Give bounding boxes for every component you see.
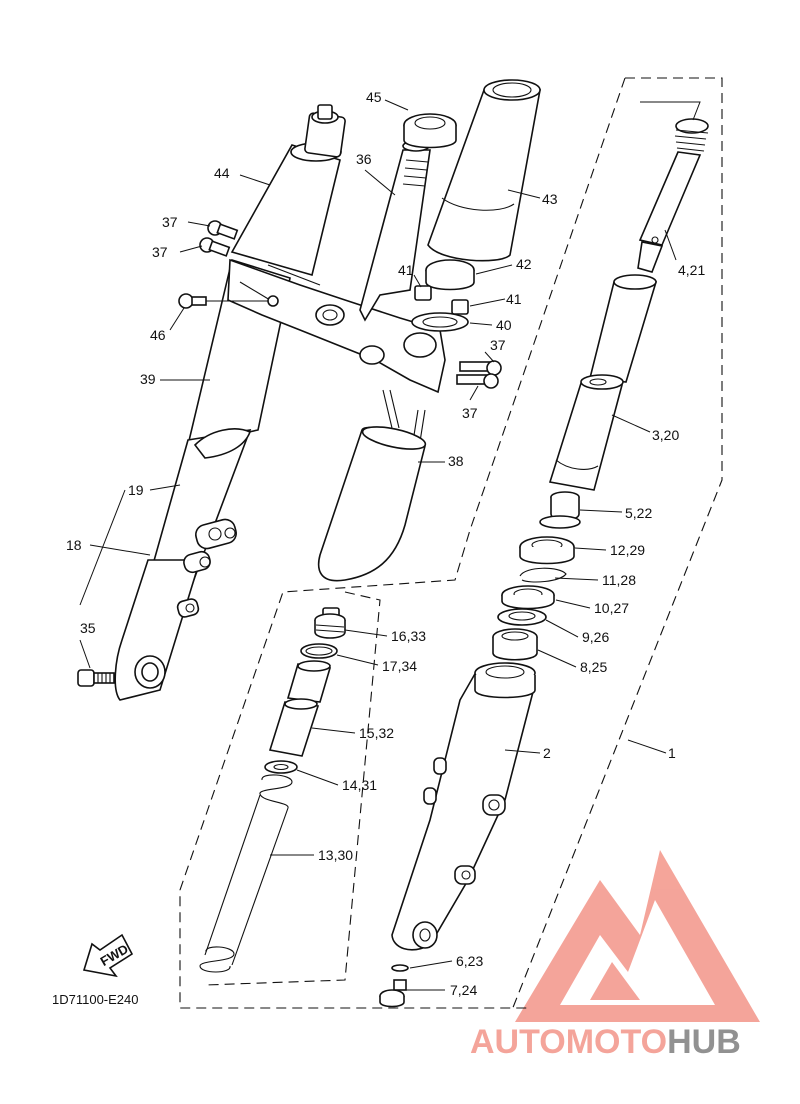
callout-38: 38 <box>448 453 464 469</box>
washer-9-26 <box>497 608 547 626</box>
fork-spring-13-30 <box>199 774 293 973</box>
callout-6-23: 6,23 <box>456 953 483 969</box>
collar-5-22 <box>539 491 581 529</box>
callout-4-21: 4,21 <box>678 262 705 278</box>
diagram-code: 1D71100-E240 <box>52 992 139 1007</box>
callout-37-d: 37 <box>462 405 478 421</box>
callout-45: 45 <box>366 89 382 105</box>
nut-41-left <box>414 285 432 301</box>
callout-46: 46 <box>150 327 166 343</box>
callout-35: 35 <box>80 620 96 636</box>
callout-40: 40 <box>496 317 512 333</box>
spacer-15-32-lower <box>268 698 320 757</box>
bearing-45 <box>403 113 457 149</box>
callout-43: 43 <box>542 191 558 207</box>
damper-rod-4-21 <box>637 118 709 273</box>
callout-42: 42 <box>516 256 532 272</box>
washer-14-31 <box>264 760 298 774</box>
callout-19: 19 <box>128 482 144 498</box>
callout-8-25: 8,25 <box>580 659 607 675</box>
callout-10-27: 10,27 <box>594 600 629 616</box>
watermark-logo-inner <box>590 962 640 1000</box>
callout-2: 2 <box>543 745 551 761</box>
oil-seal-12-29 <box>519 536 575 565</box>
lower-bracket-40 <box>227 258 446 394</box>
left-fork-bottom-18 <box>114 518 237 701</box>
bolt-46 <box>178 293 279 309</box>
left-outer-tube-44 <box>230 104 346 276</box>
bolt-37-lower-b <box>456 373 499 389</box>
watermark-logo-cutout <box>560 900 715 1005</box>
group-outline-inner <box>204 591 381 986</box>
clip-11-28 <box>519 567 567 583</box>
bolt-37-upper-b <box>199 237 231 257</box>
o-ring-17-34 <box>300 643 338 659</box>
watermark-text-auto: AUTO <box>470 1023 566 1061</box>
callout-37-b: 37 <box>152 244 168 260</box>
watermark-logo: AUTOMOTOHUB <box>470 850 760 1061</box>
outer-tube-2 <box>391 662 536 951</box>
svg-text:AUTOMOTOHUB: AUTOMOTOHUB <box>470 1023 741 1061</box>
callout-5-22: 5,22 <box>625 505 652 521</box>
callout-15-32: 15,32 <box>359 725 394 741</box>
cap-bolt-16-33 <box>314 607 346 639</box>
spring-guide-3-20-upper <box>589 274 658 383</box>
callout-14-31: 14,31 <box>342 777 377 793</box>
callout-labels: 1 2 3,20 4,21 5,22 6,23 7,24 8,25 9,26 1… <box>66 89 705 998</box>
callout-41-b: 41 <box>506 291 522 307</box>
callout-17-34: 17,34 <box>382 658 417 674</box>
callout-41-a: 41 <box>398 262 414 278</box>
washer-40 <box>411 312 469 332</box>
callout-13-30: 13,30 <box>318 847 353 863</box>
callout-7-24: 7,24 <box>450 982 477 998</box>
callout-39: 39 <box>140 371 156 387</box>
fork-cover-38 <box>317 426 427 582</box>
callout-11-28: 11,28 <box>602 572 636 588</box>
callout-37-a: 37 <box>162 214 178 230</box>
callout-1: 1 <box>668 745 676 761</box>
fwd-arrow-icon: FWD <box>82 933 134 978</box>
callout-3-20: 3,20 <box>652 427 679 443</box>
ring-nut-42 <box>425 259 475 291</box>
bushing-8-25 <box>492 628 538 661</box>
washer-10-27 <box>501 585 555 610</box>
group-outline-1 <box>510 77 723 1011</box>
leader-lines <box>79 99 701 991</box>
washer-6-23 <box>391 964 409 972</box>
nut-41-right <box>451 299 469 315</box>
callout-12-29: 12,29 <box>610 542 645 558</box>
bolt-37-lower-a <box>459 360 502 376</box>
callout-16-33: 16,33 <box>391 628 426 644</box>
callout-18: 18 <box>66 537 82 553</box>
spacer-15-32-upper <box>286 660 332 703</box>
bolt-35 <box>77 669 115 687</box>
watermark-text-hub: HUB <box>667 1023 741 1061</box>
bolt-7-24 <box>379 979 407 1008</box>
spring-guide-3-20-lower <box>548 374 624 491</box>
bolt-37-upper-a <box>207 220 239 240</box>
callout-37-c: 37 <box>490 337 506 353</box>
watermark-text-moto: MOTO <box>566 1023 667 1061</box>
callout-9-26: 9,26 <box>582 629 609 645</box>
callout-44: 44 <box>214 165 230 181</box>
callout-36: 36 <box>356 151 372 167</box>
outer-tube-43 <box>427 79 541 262</box>
